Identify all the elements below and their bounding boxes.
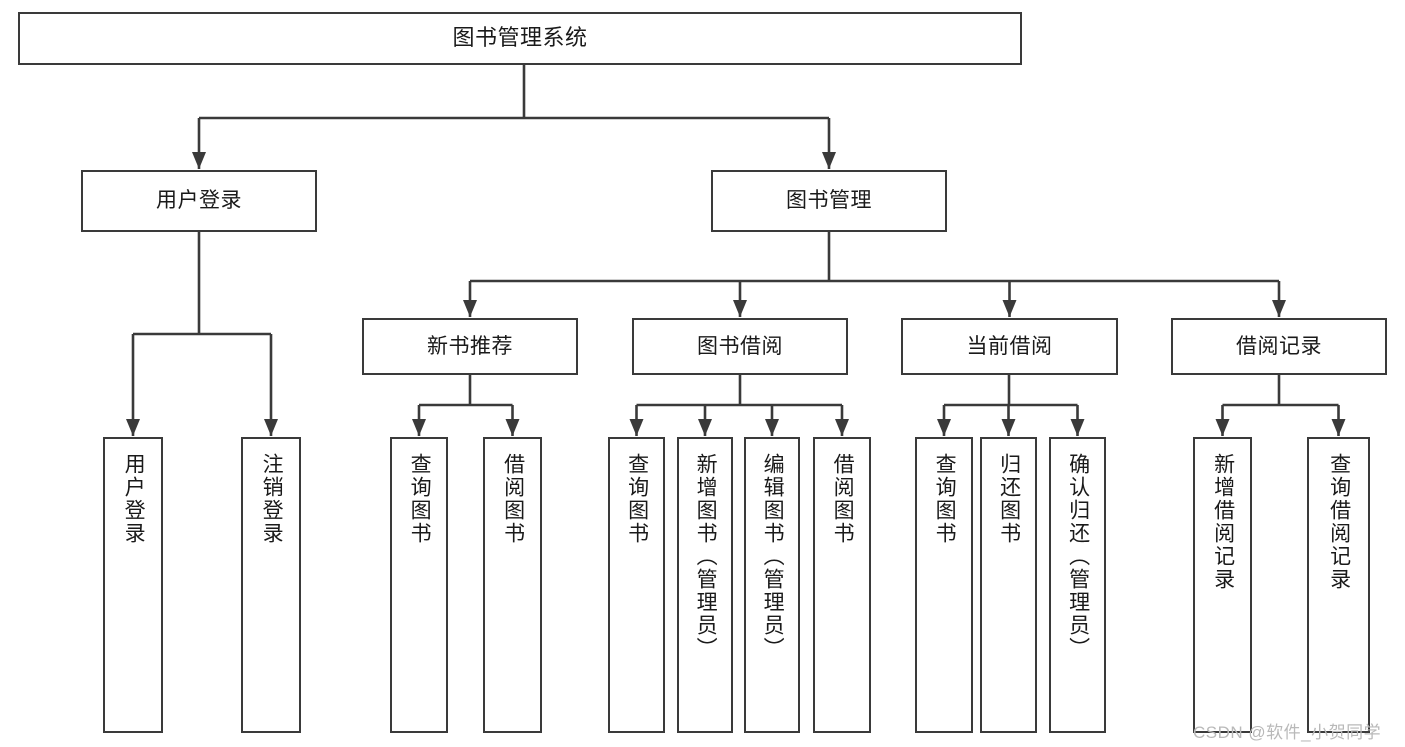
node-leaf-cq[interactable]: 查询图书	[915, 437, 973, 733]
node-current[interactable]: 当前借阅	[901, 318, 1118, 375]
node-label: 确认归还（管理员）	[1066, 453, 1090, 660]
node-newbook[interactable]: 新书推荐	[362, 318, 578, 375]
node-leaf-creturn[interactable]: 归还图书	[980, 437, 1037, 733]
node-label: 编辑图书（管理员）	[761, 453, 785, 660]
node-label: 新书推荐	[427, 334, 513, 358]
node-leaf-radd[interactable]: 新增借阅记录	[1193, 437, 1252, 733]
node-leaf-cconfirm[interactable]: 确认归还（管理员）	[1049, 437, 1106, 733]
node-leaf-bedit[interactable]: 编辑图书（管理员）	[744, 437, 800, 733]
node-leaf-new-query[interactable]: 查询图书	[390, 437, 448, 733]
node-label: 查询图书	[933, 453, 957, 545]
csdn-watermark: CSDN @软件_小贺同学	[1193, 723, 1382, 742]
node-label: 用户登录	[156, 189, 242, 213]
node-leaf-new-borrow[interactable]: 借阅图书	[483, 437, 542, 733]
node-label: 用户登录	[122, 453, 146, 545]
node-label: 当前借阅	[966, 334, 1053, 358]
node-label: 查询借阅记录	[1327, 453, 1351, 591]
node-label: 注销登录	[260, 453, 284, 545]
node-root[interactable]: 图书管理系统	[18, 12, 1022, 65]
node-bookmgmt[interactable]: 图书管理	[711, 170, 947, 232]
node-label: 新增图书（管理员）	[694, 453, 718, 660]
node-leaf-user-logout[interactable]: 注销登录	[241, 437, 301, 733]
node-leaf-user-login[interactable]: 用户登录	[103, 437, 163, 733]
node-borrow[interactable]: 图书借阅	[632, 318, 848, 375]
node-label: 借阅图书	[831, 453, 855, 545]
node-label: 归还图书	[997, 453, 1021, 545]
node-leaf-bborrow[interactable]: 借阅图书	[813, 437, 871, 733]
node-label: 图书管理系统	[452, 25, 588, 51]
node-login[interactable]: 用户登录	[81, 170, 317, 232]
node-label: 查询图书	[625, 453, 649, 545]
node-leaf-bq[interactable]: 查询图书	[608, 437, 665, 733]
node-label: 借阅记录	[1236, 334, 1322, 358]
node-label: 查询图书	[408, 453, 432, 545]
node-leaf-badd[interactable]: 新增图书（管理员）	[677, 437, 733, 733]
node-label: 借阅图书	[501, 453, 525, 545]
node-records[interactable]: 借阅记录	[1171, 318, 1387, 375]
node-leaf-rquery[interactable]: 查询借阅记录	[1307, 437, 1370, 733]
node-label: 图书管理	[786, 189, 872, 213]
node-label: 图书借阅	[697, 334, 783, 358]
node-label: 新增借阅记录	[1211, 453, 1235, 591]
